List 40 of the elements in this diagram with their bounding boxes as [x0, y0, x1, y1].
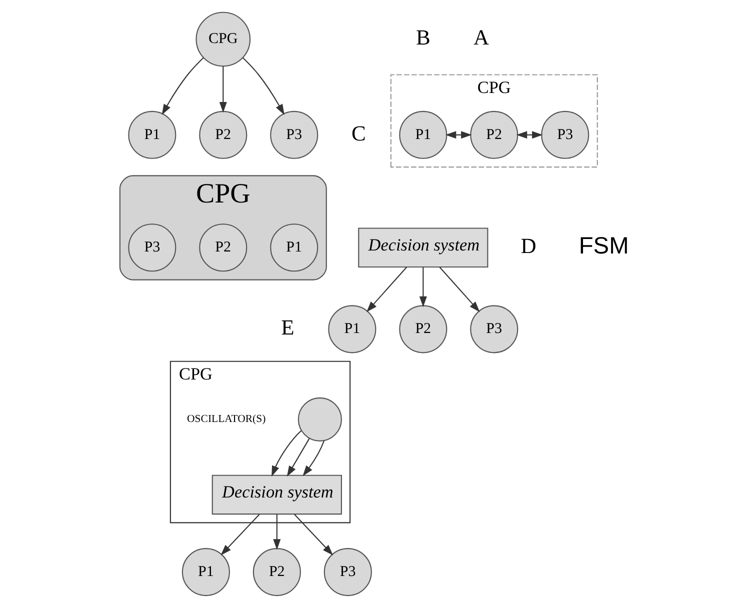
arrow — [302, 440, 324, 476]
label: E — [280, 316, 294, 340]
arrow — [438, 266, 480, 312]
node-circle: P1 — [128, 110, 176, 159]
node-circle: P2 — [198, 224, 247, 272]
label: B — [415, 26, 430, 50]
node-circle: P3 — [270, 110, 318, 159]
arrow — [418, 267, 426, 308]
node-box: Decision system — [358, 228, 488, 268]
node-circle: P1 — [181, 548, 230, 596]
arrow — [366, 266, 407, 312]
node-circle: P3 — [323, 548, 372, 596]
node-circle: P2 — [198, 110, 247, 159]
arrow — [161, 57, 204, 115]
node-circle: P1 — [398, 110, 447, 159]
arrow — [294, 514, 333, 556]
label: FSM — [578, 234, 628, 260]
node-circle: P2 — [252, 548, 300, 596]
node-circle: P3 — [470, 305, 518, 354]
arrow — [272, 514, 280, 550]
node-box: Decision system — [211, 474, 342, 515]
node-circle: CPG — [195, 12, 250, 67]
arrow — [286, 438, 310, 477]
label: C — [350, 121, 366, 146]
node-label: OSCILLATOR(S) — [186, 413, 266, 426]
node-circle: P3 — [540, 110, 589, 159]
node-circle: P1 — [270, 224, 318, 272]
node-circle: P3 — [128, 224, 176, 272]
arrow — [444, 131, 472, 139]
arrow — [242, 57, 284, 115]
node-circle: P2 — [470, 110, 518, 159]
label: A — [472, 26, 488, 50]
arrow — [516, 131, 542, 139]
node-circle: P2 — [398, 305, 447, 354]
label: D — [520, 234, 536, 258]
arrow — [220, 514, 260, 556]
node-circle — [297, 397, 342, 442]
node-circle: P1 — [328, 305, 376, 354]
arrow — [218, 66, 226, 113]
arrow — [271, 430, 302, 477]
